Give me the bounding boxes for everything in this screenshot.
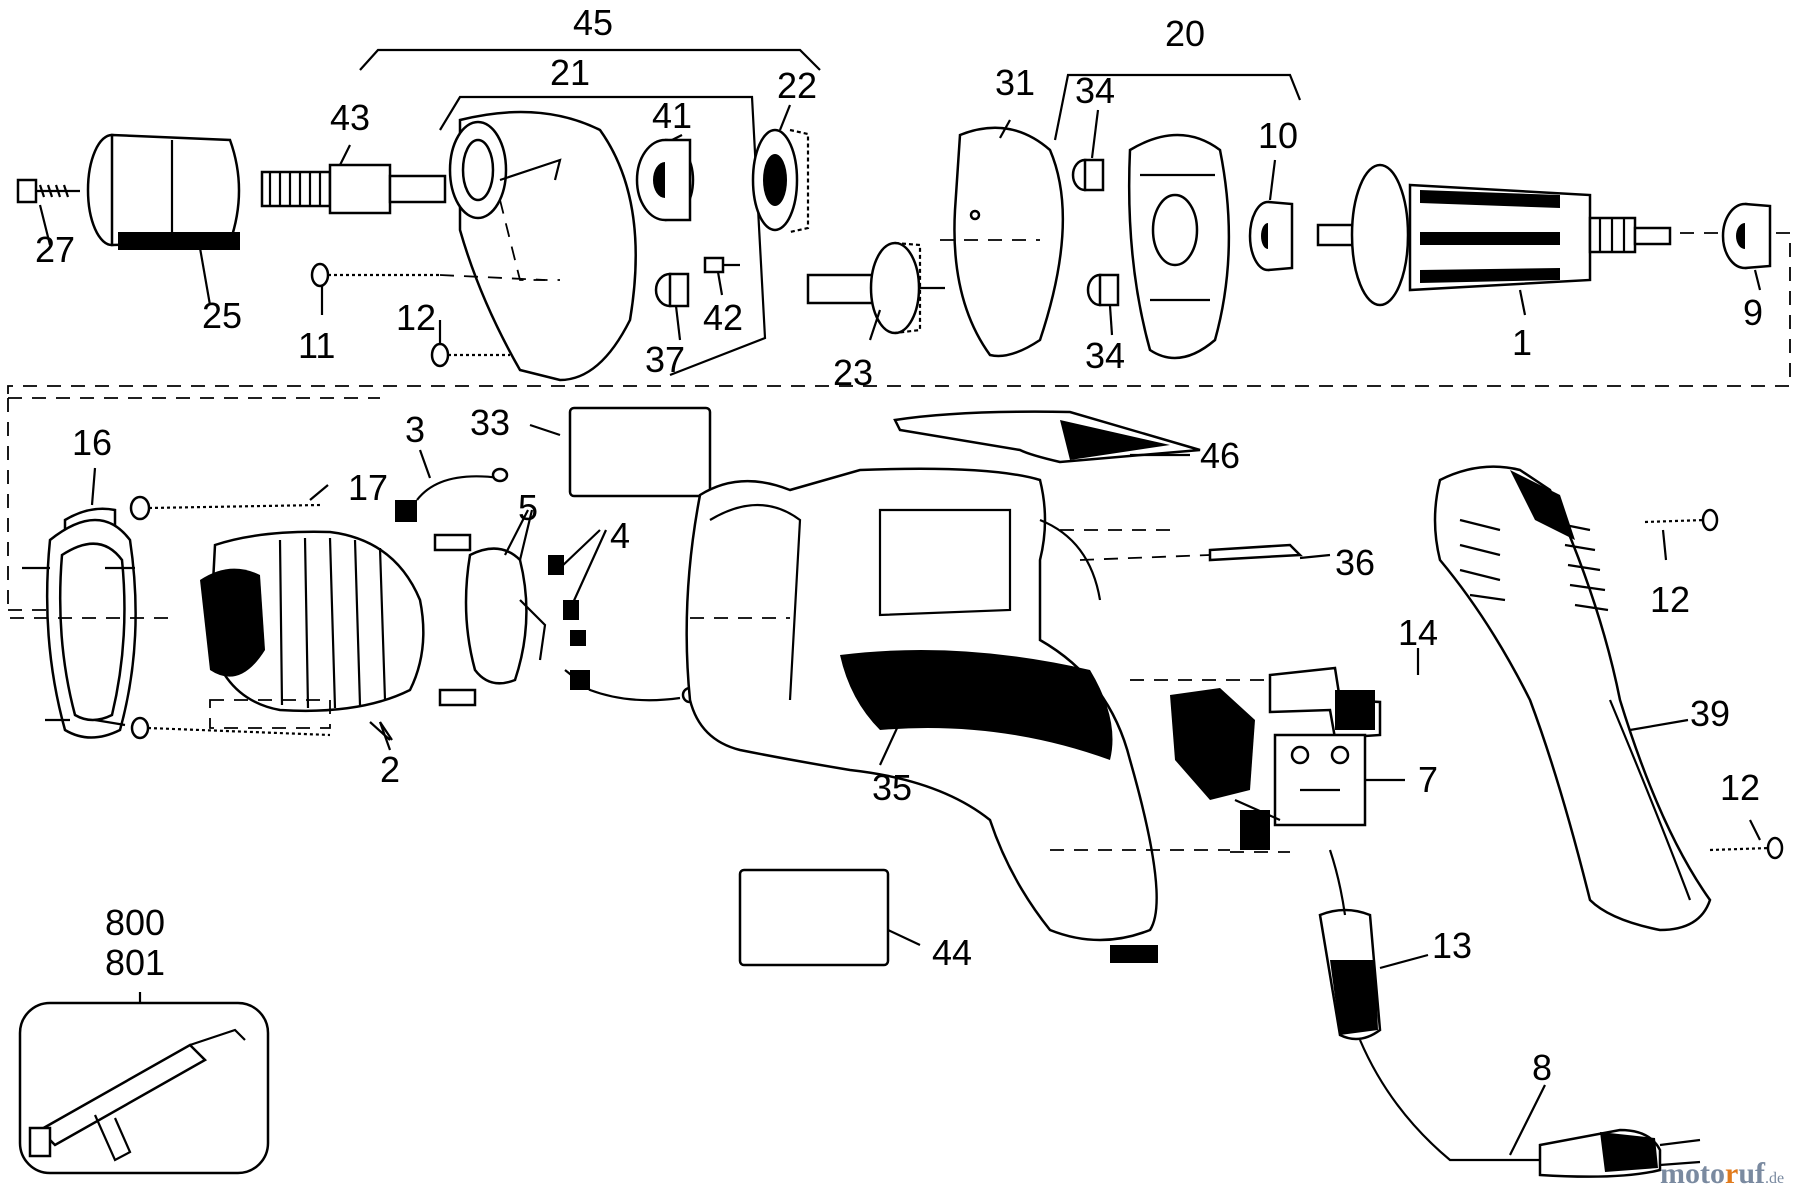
- label-43: 43: [330, 97, 370, 138]
- label-9: 9: [1743, 292, 1763, 333]
- part-1-armature: [1316, 163, 1672, 307]
- part-7-switch: [1170, 688, 1367, 853]
- label-22: 22: [777, 65, 817, 106]
- bracket-45: [359, 48, 821, 71]
- part-23-pinion: [806, 241, 945, 335]
- label-16: 16: [72, 422, 112, 463]
- label-12-right-lower: 12: [1720, 767, 1760, 808]
- part-31-gasket: [940, 126, 1065, 358]
- label-34-lower: 34: [1085, 335, 1125, 376]
- watermark-prefix: moto: [1660, 1157, 1725, 1187]
- bracket-20: [1053, 73, 1302, 141]
- label-33: 33: [470, 402, 510, 443]
- part-14-bracket: [1130, 666, 1382, 740]
- label-1: 1: [1512, 322, 1532, 363]
- label-25: 25: [202, 295, 242, 336]
- label-44: 44: [932, 932, 972, 973]
- label-21: 21: [550, 52, 590, 93]
- watermark-tld: .de: [1765, 1170, 1784, 1187]
- label-20: 20: [1165, 13, 1205, 54]
- label-8: 8: [1532, 1047, 1552, 1088]
- part-34-bushing-lower: [1086, 273, 1120, 307]
- part-17-screw: [129, 495, 321, 521]
- label-5: 5: [518, 487, 538, 528]
- part-44-label: [738, 868, 890, 967]
- svg-text:motoruf.de: motoruf.de: [1660, 1157, 1784, 1187]
- leader-lines: [38, 104, 1762, 1156]
- label-14: 14: [1398, 612, 1438, 653]
- part-42-screw: [703, 256, 740, 274]
- part-27-screw: [16, 178, 80, 204]
- part-10-bearing: [1248, 200, 1294, 272]
- label-7: 7: [1418, 759, 1438, 800]
- label-17: 17: [348, 467, 388, 508]
- label-11: 11: [298, 325, 335, 366]
- label-23: 23: [833, 352, 873, 393]
- label-12-upper: 12: [396, 297, 436, 338]
- part-9-bearing: [1721, 202, 1772, 270]
- part-16-ring: [10, 507, 175, 739]
- part-13-strain-relief: [1318, 849, 1382, 1041]
- part-20-bearing-plate: [1127, 133, 1231, 360]
- label-13: 13: [1432, 925, 1472, 966]
- part-39-handle: [1433, 465, 1712, 932]
- part-46-cover: [893, 410, 1201, 464]
- part-36-pin: [1079, 543, 1303, 562]
- label-31: 31: [995, 62, 1035, 103]
- label-42: 42: [703, 297, 743, 338]
- part-12-screw-upper: [430, 342, 510, 368]
- part-3-brush-lead: [395, 467, 509, 522]
- lower-assembly-frame: [8, 397, 380, 611]
- label-4: 4: [610, 515, 630, 556]
- part-labels: 45 21 20 43 41 22 31 34 10 27 25 11 12 3…: [35, 2, 1763, 1088]
- label-27: 27: [35, 229, 75, 270]
- part-37-bushing: [654, 272, 690, 308]
- part-4-brushes: [548, 555, 699, 704]
- label-45: 45: [573, 2, 613, 43]
- part-33-label: [568, 406, 712, 498]
- label-10: 10: [1258, 115, 1298, 156]
- part-25-chuck: [86, 133, 241, 250]
- label-46: 46: [1200, 435, 1240, 476]
- label-2: 2: [380, 749, 400, 790]
- label-34-upper: 34: [1075, 70, 1115, 111]
- watermark: motoruf.de: [1660, 1157, 1784, 1187]
- part-21-gear-case: [448, 110, 637, 382]
- part-35-housing: [685, 467, 1230, 963]
- label-36: 36: [1335, 542, 1375, 583]
- part-41-bearing: [635, 138, 695, 222]
- part-8-cord: [1358, 1039, 1701, 1178]
- part-12-screw-right-upper: [1644, 508, 1719, 532]
- part-2-field: [130, 530, 425, 741]
- part-12-screw-right-lower: [1709, 836, 1784, 860]
- label-41: 41: [652, 95, 692, 136]
- part-34-bushing-upper: [1071, 158, 1105, 192]
- label-800: 800: [105, 902, 165, 943]
- part-43-spindle: [260, 163, 447, 215]
- part-800-801-inset: [18, 1001, 270, 1175]
- part-5-brush-holder: [433, 533, 547, 707]
- bracket-21: [439, 95, 767, 377]
- label-37: 37: [645, 339, 685, 380]
- watermark-suffix: uf: [1738, 1157, 1766, 1187]
- label-12-right-upper: 12: [1650, 579, 1690, 620]
- part-11-screw: [310, 262, 546, 288]
- label-801: 801: [105, 942, 165, 983]
- label-3: 3: [405, 409, 425, 450]
- watermark-mid: r: [1725, 1157, 1738, 1187]
- label-39: 39: [1690, 693, 1730, 734]
- part-22-gear: [751, 128, 810, 234]
- label-35: 35: [872, 767, 912, 808]
